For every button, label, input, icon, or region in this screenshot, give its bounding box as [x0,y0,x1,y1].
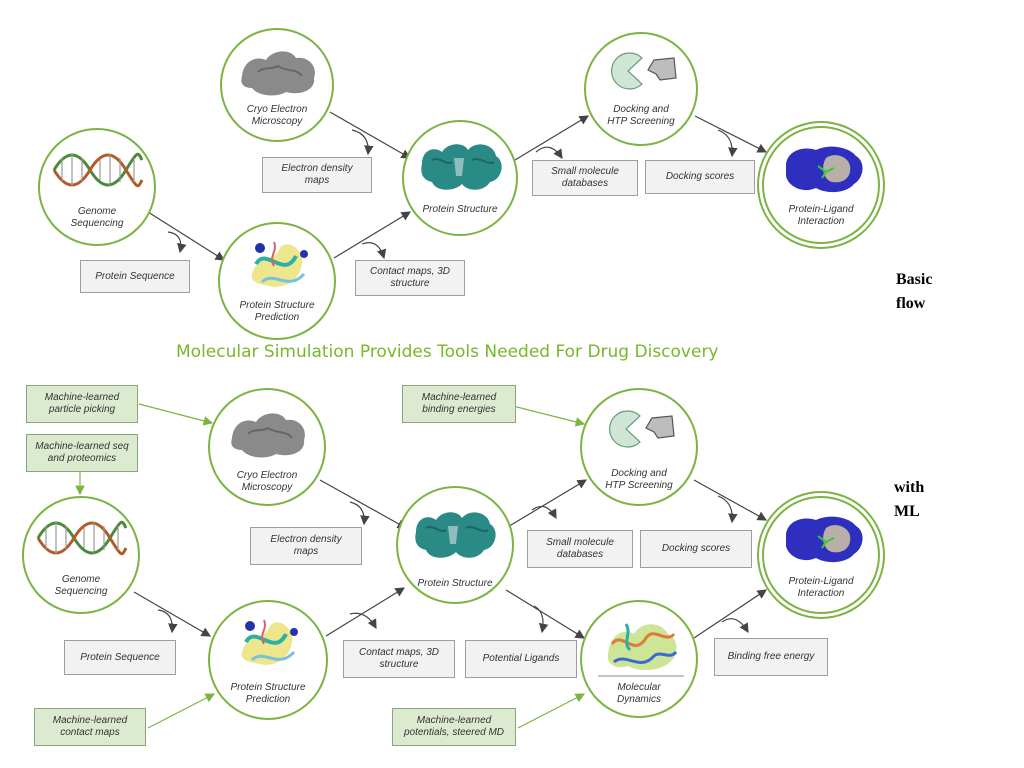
b-interaction-label: Protein-Ligand Interaction [788,576,854,599]
docking-node: Docking and HTP Screening [584,32,698,146]
electron-density-box: Electron density maps [262,157,372,193]
arrow-smallmol-input [535,146,563,159]
b-protein-ribbon-icon [241,619,298,665]
b-molecular-dynamics-node: Molecular Dynamics [580,600,698,718]
arrow-b-density-input [349,501,370,526]
arrow-genome-to-prediction [147,211,226,261]
arrow-docking-to-interaction [694,115,768,153]
b-cryo-em-label: Cryo Electron Microscopy [236,470,298,493]
basic-flow-label: Basic flow [896,271,933,312]
arrow-b-structure-to-dynamics [505,589,586,639]
b-cryo-density-icon [231,413,305,458]
arrow-b-smallmol-input [531,505,557,520]
arrow-b-cryo-to-structure [319,479,408,529]
interaction-label: Protein-Ligand Interaction [788,204,854,227]
b-protein-structure-node: Protein Structure [396,486,514,604]
b-protein-surface-icon [415,512,496,558]
cryo-em-label: Cryo Electron Microscopy [246,104,308,127]
b-prediction-node: Protein Structure Prediction [208,600,328,720]
dna-helix-icon [52,152,144,188]
small-molecule-box: Small molecule databases [532,160,638,196]
b-potential-ligands-box: Potential Ligands [465,640,577,678]
with-ml-label: with ML [894,479,925,520]
arrow-structure-to-docking [514,115,590,161]
protein-surface-icon [421,144,502,190]
b-protein-structure-label: Protein Structure [417,578,493,589]
ml-arrow-picking [138,403,214,426]
genome-sequencing-node: Genome Sequencing [38,128,156,246]
b-docking-scores-box: Docking scores [640,530,752,568]
ml-arrow-contact [147,693,216,729]
b-md-protein-icon [598,623,684,677]
b-docking-pacman-icon [608,410,675,448]
protein-ligand-icon [786,146,863,193]
protein-structure-label: Protein Structure [422,204,498,215]
diagram-title: Molecular Simulation Provides Tools Need… [176,342,719,362]
b-docking-label: Docking and HTP Screening [605,468,673,491]
arrow-cryo-to-structure [329,111,412,159]
arrow-prediction-to-structure [333,211,412,259]
ml-contact-maps-box: Machine-learned contact maps [34,708,146,746]
arrow-b-dynamics-to-interaction [693,589,767,639]
b-cryo-em-node: Cryo Electron Microscopy [208,388,326,506]
arrow-sequence-input [167,231,187,254]
b-molecular-dynamics-label: Molecular Dynamics [617,682,661,705]
ml-seq-proteomics-box: Machine-learned seq and proteomics [26,434,138,472]
arrow-scores-input [717,129,738,158]
arrow-b-structure-to-docking [505,479,588,529]
arrow-density-input [351,129,374,156]
ml-particle-picking-box: Machine-learned particle picking [26,385,138,423]
prediction-label: Protein Structure Prediction [239,300,315,323]
protein-ribbon-icon [251,241,308,287]
interaction-node: Protein-Ligand Interaction [762,126,880,244]
arrow-b-genome-to-prediction [133,591,212,637]
b-binding-free-energy-box: Binding free energy [714,638,828,676]
b-genome-sequencing-label: Genome Sequencing [54,574,108,597]
b-prediction-label: Protein Structure Prediction [230,682,306,705]
b-contact-maps-box: Contact maps, 3D structure [343,640,455,678]
b-protein-sequence-box: Protein Sequence [64,640,176,675]
b-electron-density-box: Electron density maps [250,527,362,565]
ml-binding-energies-box: Machine-learned binding energies [402,385,516,423]
b-protein-ligand-icon [786,516,863,563]
b-dna-helix-icon [36,520,128,556]
protein-structure-node: Protein Structure [402,120,518,236]
cryo-em-node: Cryo Electron Microscopy [220,28,334,142]
b-genome-sequencing-node: Genome Sequencing [22,496,140,614]
prediction-node: Protein Structure Prediction [218,222,336,340]
arrow-b-sequence-input [157,609,178,634]
arrow-contact-input [361,242,387,260]
arrow-b-contact-input [349,612,377,630]
docking-scores-box: Docking scores [645,160,755,194]
arrow-b-freeenergy-input [721,618,749,634]
arrow-b-prediction-to-structure [325,587,406,637]
contact-maps-box: Contact maps, 3D structure [355,260,465,296]
cryo-density-icon [241,51,315,96]
genome-sequencing-label: Genome Sequencing [70,206,124,229]
docking-pacman-icon [610,52,677,90]
b-small-molecule-box: Small molecule databases [527,530,633,568]
arrow-b-scores-input [717,495,738,524]
b-interaction-node: Protein-Ligand Interaction [762,496,880,614]
ml-arrow-potentials [517,693,586,729]
arrow-b-docking-to-interaction [693,479,768,521]
arrow-b-ligands-input [533,605,549,634]
ml-arrow-binding [504,403,586,427]
ml-potentials-box: Machine-learned potentials, steered MD [392,708,516,746]
docking-label: Docking and HTP Screening [607,104,675,127]
b-docking-node: Docking and HTP Screening [580,388,698,506]
protein-sequence-box: Protein Sequence [80,260,190,293]
